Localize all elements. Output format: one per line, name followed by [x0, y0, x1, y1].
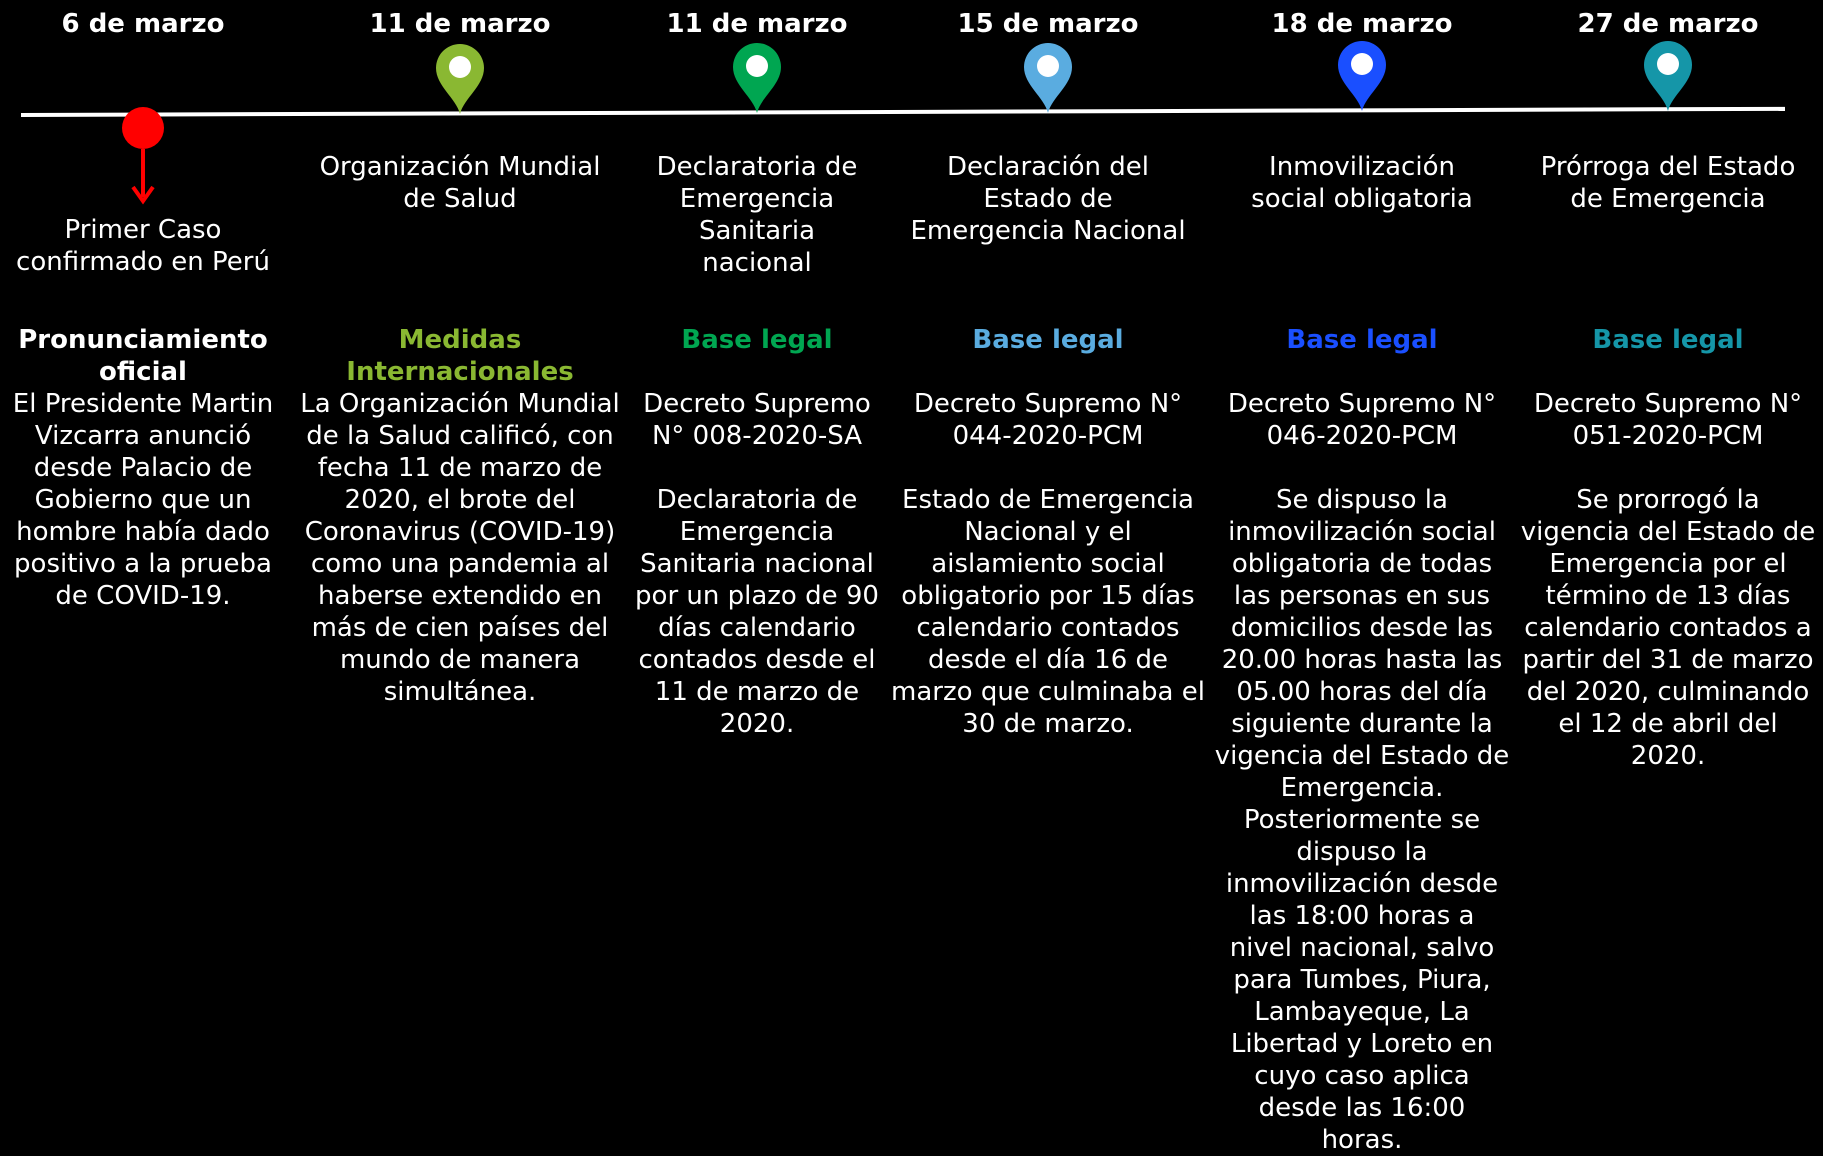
event-description: El Presidente Martin Vizcarra anunció de…	[12, 389, 274, 611]
map-pin-icon	[733, 43, 781, 113]
event-description: Decreto Supremo N° 046-2020-PCM Se dispu…	[1214, 389, 1510, 1155]
section-heading: Medidas Internacionales	[346, 325, 574, 387]
map-pin-icon	[1644, 41, 1692, 111]
event-title: Declaratoria de Emergencia Sanitaria nac…	[656, 152, 858, 278]
section-heading: Pronunciamiento oficial	[18, 325, 268, 387]
event-date: 11 de marzo	[666, 9, 848, 39]
section-heading: Base legal	[1592, 325, 1744, 355]
event-description: Decreto Supremo N° 008-2020-SA Declarato…	[635, 389, 879, 739]
section-heading: Base legal	[681, 325, 833, 355]
event-title: Inmovilización social obligatoria	[1251, 152, 1473, 214]
event-date: 6 de marzo	[61, 9, 225, 39]
event-description: Decreto Supremo N° 051-2020-PCM Se prorr…	[1520, 389, 1816, 771]
event-date: 11 de marzo	[369, 9, 551, 39]
event-date: 27 de marzo	[1577, 9, 1759, 39]
event-title: Prórroga del Estado de Emergencia	[1540, 152, 1796, 214]
event-description: La Organización Mundial de la Salud cali…	[300, 389, 620, 707]
event-description: Decreto Supremo N° 044-2020-PCM Estado d…	[891, 389, 1205, 739]
section-heading: Base legal	[1286, 325, 1438, 355]
dot-arrow-icon	[122, 107, 164, 205]
event-title: Declaración del Estado de Emergencia Nac…	[910, 152, 1186, 246]
event-date: 15 de marzo	[957, 9, 1139, 39]
map-pin-icon	[1338, 41, 1386, 111]
event-title: Organización Mundial de Salud	[319, 152, 601, 214]
map-pin-icon	[1024, 43, 1072, 113]
event-title: Primer Caso confirmado en Perú	[16, 215, 270, 277]
map-pin-icon	[436, 44, 484, 114]
section-heading: Base legal	[972, 325, 1124, 355]
event-date: 18 de marzo	[1271, 9, 1453, 39]
